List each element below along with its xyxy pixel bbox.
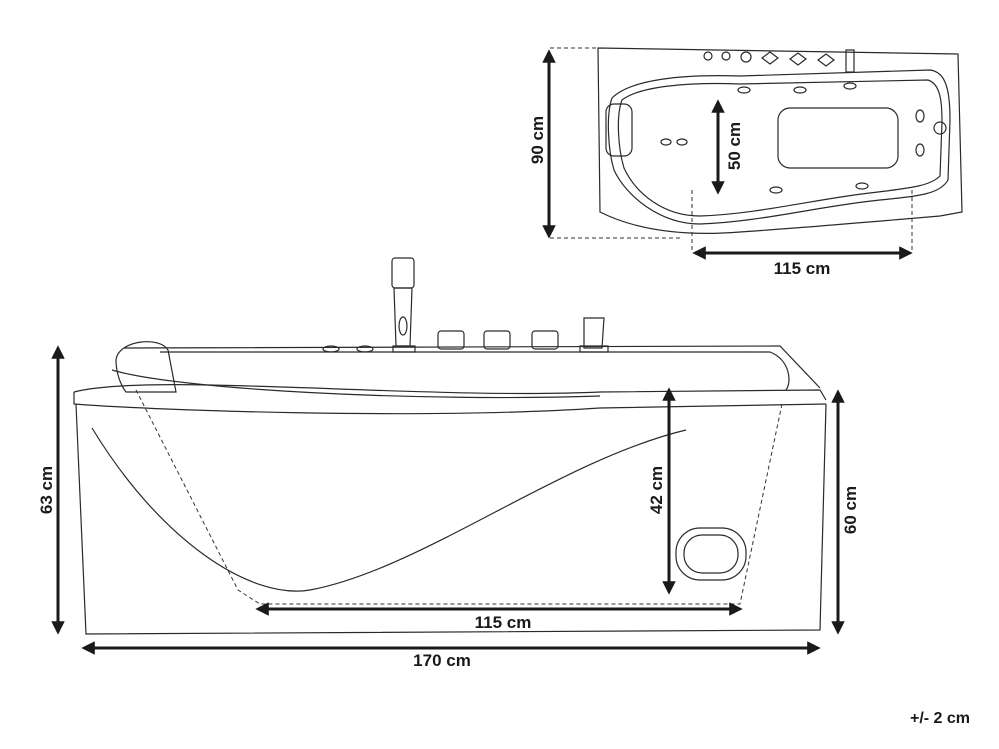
front-body-height-label: 60 cm (841, 486, 860, 534)
top-depth-label: 90 cm (528, 116, 547, 164)
top-view-drawing (550, 47, 963, 252)
tolerance-note: +/- 2 cm (910, 710, 970, 727)
front-inner-height-label: 42 cm (647, 466, 666, 514)
front-view-drawing (73, 257, 827, 635)
front-total-height-label: 63 cm (37, 466, 56, 514)
top-width-label: 115 cm (774, 259, 831, 278)
front-inner-length-label: 115 cm (475, 613, 532, 632)
front-total-length-label: 170 cm (413, 651, 471, 670)
top-inner-depth-label: 50 cm (725, 122, 744, 170)
